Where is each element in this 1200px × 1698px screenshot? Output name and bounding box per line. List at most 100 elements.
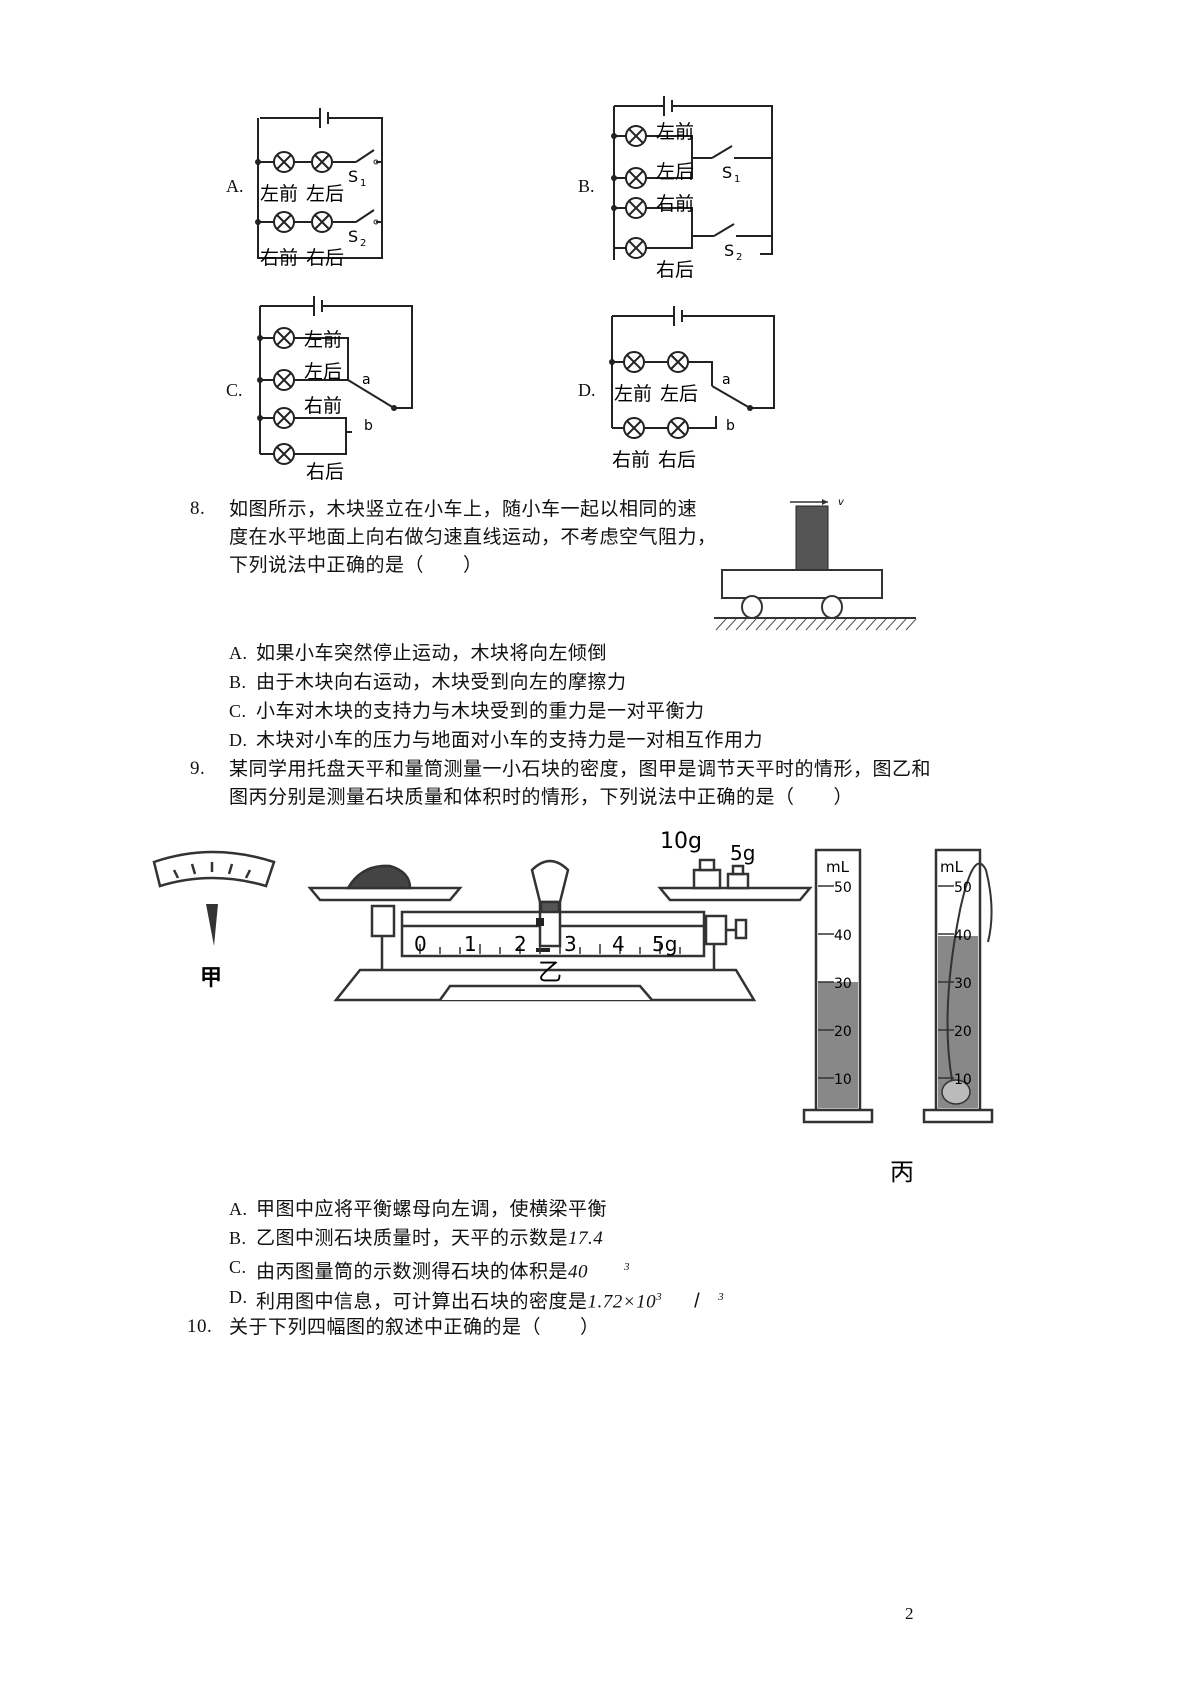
switch-s2-subscript: 2 <box>736 252 742 263</box>
switch-s1-label: S <box>722 163 732 182</box>
lamp-label-right-rear: 右后 <box>306 247 344 269</box>
q8-option-b-label: B. <box>229 672 247 692</box>
q8-option-c-label: C. <box>229 701 247 721</box>
lamp-label-left-rear: 左后 <box>656 161 694 183</box>
switch-s1-label: S <box>348 167 358 186</box>
q8-option-d-label: D. <box>229 730 248 750</box>
q9-option-d-text: 利用图中信息，可计算出石块的密度是 <box>256 1290 588 1313</box>
lamp-label-left-rear: 左后 <box>306 183 344 205</box>
q9-option-b: 乙图中测石块质量时，天平的示数是17.4 <box>256 1225 603 1252</box>
q9-option-a-label: A. <box>229 1199 248 1219</box>
q9-option-d-sup: 3 <box>656 1291 663 1303</box>
circuit-diagram-a: 左前 左后 右前 右后 S 1 S 2 <box>255 108 383 269</box>
balance-yi <box>307 858 813 1002</box>
question-10-number: 10. <box>187 1316 213 1337</box>
lamp-label-left-front: 左前 <box>614 383 652 405</box>
cyl-left-tick-20: 20 <box>834 1024 852 1040</box>
scale-2: 2 <box>514 932 527 956</box>
contact-a-label: a <box>362 372 371 388</box>
q8-option-a-text: 如果小车突然停止运动，木块将向左倾倒 <box>256 642 608 664</box>
contact-a-label: a <box>722 372 731 388</box>
question-8-line-2: 度在水平地面上向右做匀速直线运动，不考虑空气阻力， <box>229 526 717 548</box>
circuit-diagram-d: 左前 左后 右前 右后 a b <box>609 306 775 471</box>
q9-option-c-value: 40 <box>568 1261 589 1283</box>
cyl-right-tick-30: 30 <box>954 976 972 992</box>
lamp-label-right-front: 右前 <box>656 193 694 215</box>
lamp-label-left-front: 左前 <box>304 329 342 351</box>
lamp-label-left-rear: 左后 <box>660 383 698 405</box>
cyl-right-tick-20: 20 <box>954 1024 972 1040</box>
q9-option-a-text: 甲图中应将平衡螺母向左调，使横梁平衡 <box>256 1198 608 1220</box>
question-8-line-1: 如图所示，木块竖立在小车上，随小车一起以相同的速 <box>229 498 698 520</box>
lamp-label-right-front: 右前 <box>612 449 650 471</box>
cyl-right-tick-50: 50 <box>954 880 972 896</box>
weight-5g-label: 5g <box>730 841 755 865</box>
lamp-label-right-front: 右前 <box>304 395 342 417</box>
cart-body <box>721 569 883 599</box>
dial-pointer <box>206 904 218 946</box>
q8-option-c-text: 小车对木块的支持力与木块受到的重力是一对平衡力 <box>256 700 705 722</box>
cart-block-figure: v <box>714 497 917 631</box>
option-c-label: C. <box>226 380 243 400</box>
balance-cylinder-figure: 甲 0 1 2 3 4 5g 10g 5g <box>152 830 994 1186</box>
cyl-left-tick-40: 40 <box>834 928 852 944</box>
switch-s2-label: S <box>724 241 734 260</box>
lamp-label-right-rear: 右后 <box>306 461 344 483</box>
figure-label-bing: 丙 <box>890 1158 914 1186</box>
scale-1: 1 <box>464 932 477 956</box>
q9-option-d-sup2: 3 <box>718 1291 725 1303</box>
q9-option-c-label: C. <box>229 1257 247 1277</box>
scale-4: 4 <box>612 932 625 956</box>
lamp-label-right-front: 右前 <box>260 247 298 269</box>
q8-option-d-text: 木块对小车的压力与地面对小车的支持力是一对相互作用力 <box>256 729 764 751</box>
switch-s2-label: S <box>348 227 358 246</box>
weight-10g-label: 10g <box>660 830 702 854</box>
q9-option-b-value: 17.4 <box>568 1228 604 1249</box>
lamp-label-right-rear: 右后 <box>656 259 694 281</box>
cylinder-left <box>802 848 874 1124</box>
switch-s1-subscript: 1 <box>360 178 366 189</box>
lamp-label-right-rear: 右后 <box>658 449 696 471</box>
contact-b-label: b <box>726 418 735 434</box>
option-b-label: B. <box>578 176 595 196</box>
page-number: 2 <box>905 1604 914 1623</box>
q8-option-b-text: 由于木块向右运动，木块受到向左的摩擦力 <box>256 671 627 693</box>
lamp-label-left-rear: 左后 <box>304 361 342 383</box>
wooden-block <box>795 505 829 571</box>
lamp-label-left-front: 左前 <box>260 183 298 205</box>
question-10-text: 关于下列四幅图的叙述中正确的是（ ） <box>229 1316 600 1338</box>
question-8-line-3: 下列说法中正确的是（ ） <box>229 554 483 576</box>
figure-label-yi: 乙 <box>538 958 562 986</box>
q9-option-d: 利用图中信息，可计算出石块的密度是1.72×103/3 <box>256 1284 724 1315</box>
cyl-left-tick-10: 10 <box>834 1072 852 1088</box>
cyl-right-tick-10: 10 <box>954 1072 972 1088</box>
cyl-left-tick-30: 30 <box>834 976 852 992</box>
question-9-line-1: 某同学用托盘天平和量筒测量一小石块的密度，图甲是调节天平时的情形，图乙和 <box>229 758 932 780</box>
q9-option-d-label: D. <box>229 1287 248 1307</box>
q9-option-b-text: 乙图中测石块质量时，天平的示数是 <box>256 1227 569 1249</box>
cyl-right-unit: mL <box>940 858 964 876</box>
scale-0: 0 <box>414 932 427 956</box>
q9-option-c: 由丙图量筒的示数测得石块的体积是40 3 <box>256 1254 630 1285</box>
q9-option-d-slash: / <box>694 1290 701 1313</box>
dial-jia <box>152 850 276 946</box>
q9-option-d-value: 1.72×10 <box>587 1291 657 1313</box>
velocity-label: v <box>838 497 845 508</box>
cylinder-right <box>922 848 994 1124</box>
q9-option-c-text: 由丙图量筒的示数测得石块的体积是 <box>256 1260 569 1283</box>
scale-3: 3 <box>564 932 577 956</box>
q9-option-c-sup: 3 <box>624 1261 631 1273</box>
question-9-number: 9. <box>190 758 206 779</box>
cyl-left-unit: mL <box>826 858 850 876</box>
contact-b-label: b <box>364 418 373 434</box>
q8-option-a-label: A. <box>229 643 248 663</box>
q9-option-b-label: B. <box>229 1228 247 1248</box>
circuit-diagram-c: 左前 左后 右前 右后 a b <box>257 296 413 483</box>
circuit-diagram-b: 左前 左后 右前 右后 S 1 S 2 <box>611 96 773 281</box>
cart-wheel-right <box>821 595 843 619</box>
lamp-label-left-front: 左前 <box>656 121 694 143</box>
switch-s2-subscript: 2 <box>360 238 366 249</box>
scale-5g: 5g <box>652 932 677 956</box>
question-9-line-2: 图丙分别是测量石块质量和体积时的情形，下列说法中正确的是（ ） <box>229 786 854 808</box>
cyl-left-tick-50: 50 <box>834 880 852 896</box>
